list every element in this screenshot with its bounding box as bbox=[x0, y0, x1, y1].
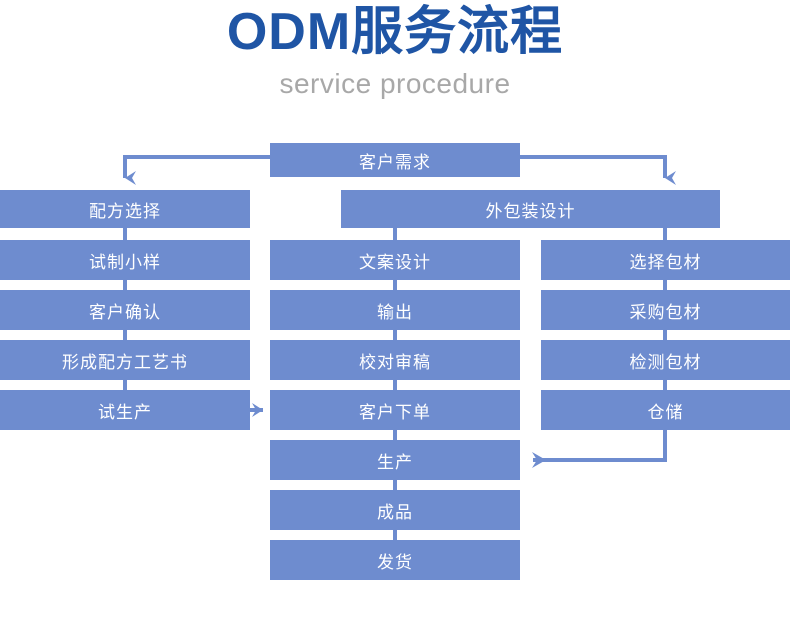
node-formula-document[interactable]: 形成配方工艺书 bbox=[0, 340, 250, 380]
node-customer-requirement[interactable]: 客户需求 bbox=[270, 143, 520, 177]
page-header: ODM服务流程 service procedure bbox=[0, 0, 790, 100]
node-trial-sample[interactable]: 试制小样 bbox=[0, 240, 250, 280]
node-package-design[interactable]: 外包装设计 bbox=[341, 190, 720, 228]
node-inspect-packaging[interactable]: 检测包材 bbox=[541, 340, 790, 380]
page-title: ODM服务流程 bbox=[226, 3, 564, 61]
node-output[interactable]: 输出 bbox=[270, 290, 520, 330]
node-purchase-packaging[interactable]: 采购包材 bbox=[541, 290, 790, 330]
node-finished-product[interactable]: 成品 bbox=[270, 490, 520, 530]
node-select-packaging[interactable]: 选择包材 bbox=[541, 240, 790, 280]
node-proofreading[interactable]: 校对审稿 bbox=[270, 340, 520, 380]
node-shipment[interactable]: 发货 bbox=[270, 540, 520, 580]
node-formula-selection[interactable]: 配方选择 bbox=[0, 190, 250, 228]
node-copy-design[interactable]: 文案设计 bbox=[270, 240, 520, 280]
node-warehousing[interactable]: 仓储 bbox=[541, 390, 790, 430]
node-production[interactable]: 生产 bbox=[270, 440, 520, 480]
node-customer-confirm[interactable]: 客户确认 bbox=[0, 290, 250, 330]
page-subtitle: service procedure bbox=[279, 68, 511, 99]
node-customer-order[interactable]: 客户下单 bbox=[270, 390, 520, 430]
node-trial-production[interactable]: 试生产 bbox=[0, 390, 250, 430]
